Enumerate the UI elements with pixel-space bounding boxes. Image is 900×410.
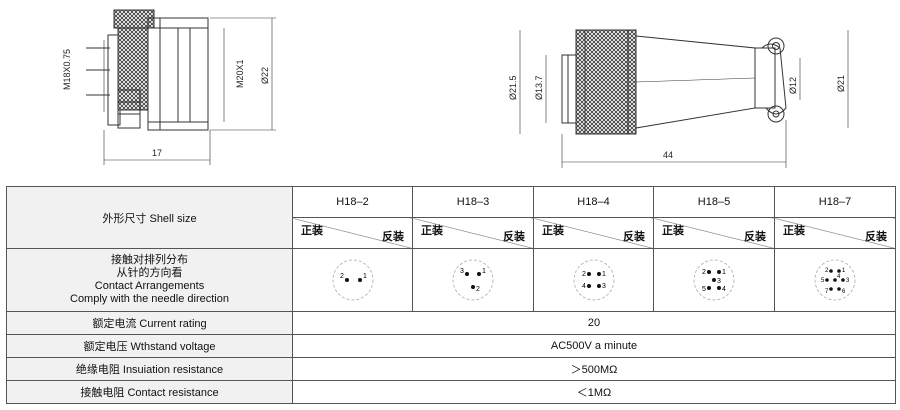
side-diameter-label: Ø22	[260, 67, 270, 84]
pin-label: 2	[825, 268, 829, 274]
size-h18-4: H18–4	[533, 186, 654, 218]
pin-label: 1	[722, 269, 726, 276]
forward-label: 正装	[783, 225, 805, 237]
pin-label: 1	[602, 271, 606, 278]
contact-label-en2: Comply with the needle direction	[70, 293, 229, 305]
pin-label: 5	[702, 286, 706, 293]
insulation-resistance-value: ＞500MΩ	[292, 357, 896, 381]
mount-cell: 正装反装	[653, 217, 775, 249]
withstand-voltage-value: AC500V a minute	[292, 334, 896, 358]
pin-label: 2	[582, 271, 586, 278]
plug-right-diameter-label: Ø21	[836, 75, 846, 92]
pin-label: 3	[602, 283, 606, 290]
pin-label: 3	[460, 268, 464, 275]
size-h18-5: H18–5	[653, 186, 775, 218]
reverse-label: 反装	[382, 231, 404, 243]
size-h18-3: H18–3	[412, 186, 534, 218]
forward-label: 正装	[662, 225, 684, 237]
insulation-resistance-label: 绝缘电阻 Insuiation resistance	[6, 357, 293, 381]
reverse-label: 反装	[623, 231, 645, 243]
mount-cell: 正装反装	[292, 217, 413, 249]
current-rating-label: 额定电流 Current rating	[6, 311, 293, 335]
spec-table: 外形尺寸 Shell size H18–2 H18–3 H18–4 H18–5 …	[6, 186, 896, 404]
pin-label: 4	[582, 283, 586, 290]
forward-label: 正装	[301, 225, 323, 237]
pin-label: 1	[842, 268, 846, 274]
pin-label: 5	[821, 278, 825, 284]
withstand-voltage-label: 额定电压 Wthstand voltage	[6, 334, 293, 358]
shell-size-label: 外形尺寸 Shell size	[6, 186, 293, 249]
thread-left-label: M18X0.75	[62, 49, 72, 90]
pin-label: 3	[846, 278, 850, 284]
pin-diagram-5: 2 1 3 5 4	[693, 259, 735, 301]
pin-label: 2	[702, 269, 706, 276]
pin-label: 7	[825, 289, 829, 295]
size-h18-2: H18–2	[292, 186, 413, 218]
connector-drawing: M18X0.75 M20X1 Ø22 17 Ø21.5 Ø13.7 Ø12 Ø2…	[62, 9, 849, 168]
pin-label: 2	[476, 286, 480, 293]
plug-inner-diameter-label: Ø13.7	[534, 75, 544, 100]
contact-resistance-value: ＜1MΩ	[292, 380, 896, 404]
pin-label: 1	[363, 273, 367, 280]
pin-diagram-4: 2 1 4 3	[573, 259, 614, 301]
pin-layout-h18-2: 2 1	[292, 248, 413, 312]
cable-diameter-label: Ø12	[788, 77, 798, 94]
plug-length-label: 44	[663, 150, 673, 160]
mount-cell: 正装反装	[533, 217, 654, 249]
reverse-label: 反装	[503, 231, 525, 243]
forward-label: 正装	[542, 225, 564, 237]
side-length-label: 17	[152, 148, 162, 158]
pin-label: 2	[340, 273, 344, 280]
reverse-label: 反装	[865, 231, 887, 243]
contact-label-cn2: 从针的方向看	[116, 267, 183, 279]
pin-layout-h18-4: 2 1 4 3	[533, 248, 654, 312]
mount-cell: 正装反装	[774, 217, 896, 249]
contact-label-en1: Contact Arrangements	[94, 280, 205, 292]
contact-resistance-label: 接触电阻 Contact resistance	[6, 380, 293, 404]
forward-label: 正装	[421, 225, 443, 237]
contact-label-cn1: 接触对排列分布	[111, 254, 188, 266]
pin-diagram-7: 2 1 5 4 3 7 6	[814, 259, 856, 301]
side-view	[86, 9, 276, 165]
contact-arrangement-label: 接触对排列分布 从针的方向看 Contact Arrangements Comp…	[6, 248, 293, 312]
pin-label: 4	[837, 274, 841, 280]
reverse-label: 反装	[744, 231, 766, 243]
pin-label: 6	[842, 289, 846, 295]
pin-label: 1	[482, 268, 486, 275]
pin-diagram-3: 3 1 2	[452, 259, 494, 301]
pin-layout-h18-7: 2 1 5 4 3 7 6	[774, 248, 896, 312]
mount-cell: 正装反装	[412, 217, 534, 249]
pin-label: 3	[717, 278, 721, 285]
size-h18-7: H18–7	[774, 186, 896, 218]
pin-diagram-2: 2 1	[332, 259, 373, 301]
thread-right-label: M20X1	[235, 59, 245, 88]
plug-outer-diameter-label: Ø21.5	[508, 75, 518, 100]
plug-view	[519, 29, 849, 168]
pin-label: 4	[722, 286, 726, 293]
current-rating-value: 20	[292, 311, 896, 335]
pin-layout-h18-5: 2 1 3 5 4	[653, 248, 775, 312]
pin-layout-h18-3: 3 1 2	[412, 248, 534, 312]
